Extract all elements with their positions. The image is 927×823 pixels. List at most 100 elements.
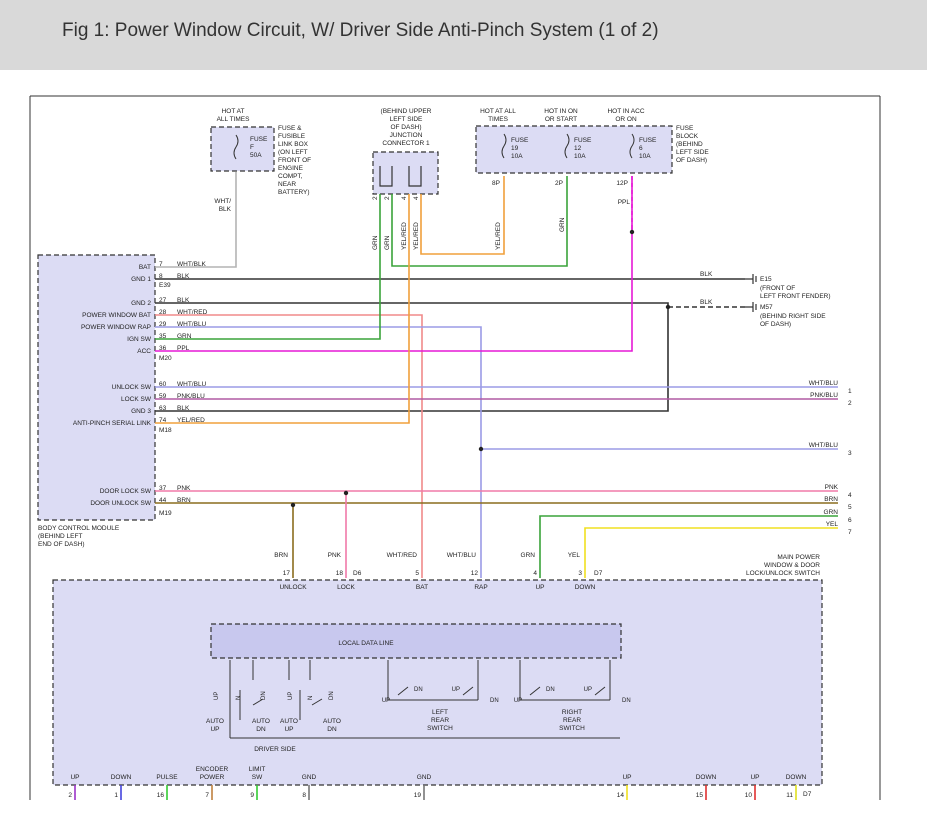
junction-connector-note: OF DASH) — [390, 124, 421, 131]
switch-top-wire-label: YEL — [568, 552, 581, 559]
fusible-link-box-note: ENGINE — [278, 165, 304, 172]
fuse-label: 19 — [511, 145, 519, 152]
grn-vertical-label: GRN — [559, 217, 566, 232]
bottom-pin-number: 11 — [786, 792, 793, 799]
wire-bat-wht-blk — [155, 172, 237, 268]
bcm-pin-number: 60 — [159, 381, 167, 388]
splice-gnd — [665, 304, 671, 310]
right-exit-number: 1 — [848, 388, 852, 395]
bottom-pin-name: GND — [302, 774, 317, 781]
bcm-wire-label: WHT/RED — [177, 309, 208, 316]
bottom-pin-number: 2 — [68, 792, 72, 799]
bcm-pin-number: 59 — [159, 393, 167, 400]
bcm-wire-label: GRN — [177, 333, 192, 340]
fuse-block-note: (BEHIND — [676, 141, 703, 148]
bcm-wire-label: BLK — [177, 297, 190, 304]
switch-top-wire-label: BRN — [274, 552, 288, 559]
fuse-f-symbol — [233, 134, 239, 160]
bcm-note: (BEHIND LEFT — [38, 533, 82, 540]
right-exit-wire-label: YEL — [826, 521, 839, 528]
fuse-pin-label: 8P — [492, 180, 500, 187]
bottom-pin-name: UP — [70, 774, 79, 781]
fuse-label: 12 — [574, 145, 582, 152]
right-exit-number: 2 — [848, 400, 852, 407]
fusible-link-box-note: FUSE & — [278, 125, 302, 132]
fuse-block-note: OF DASH) — [676, 157, 707, 164]
switch-top-pin-name: UNLOCK — [279, 584, 307, 591]
jc-wire-label: GRN — [384, 235, 391, 250]
junction-connector-note: LEFT SIDE — [390, 116, 423, 123]
junction-connector-1 — [372, 151, 439, 195]
bcm-wire-label: BLK — [177, 405, 190, 412]
fusible-link-box-note: FRONT OF — [278, 157, 311, 164]
driver-auto-label: AUTO — [280, 718, 298, 725]
bcm-pin-label: DOOR UNLOCK SW — [90, 500, 152, 507]
e15-desc: LEFT FRONT FENDER) — [760, 293, 831, 300]
m57-desc: (BEHIND RIGHT SIDE — [760, 313, 826, 320]
fuse-f-label: 50A — [250, 152, 262, 159]
wire-yel-exit7 — [584, 527, 838, 578]
rear-switch-contacts — [397, 686, 474, 696]
e15-desc: (FRONT OF — [760, 285, 795, 292]
jc-wire-label: YEL/RED — [401, 222, 408, 250]
switch-top-wire-label: GRN — [521, 552, 536, 559]
jc-bus-bars — [379, 166, 422, 187]
switch-top-wire-label: PNK — [328, 552, 342, 559]
bcm-pin-label: ACC — [137, 348, 151, 355]
right-exit-number: 3 — [848, 450, 852, 457]
right-exit-wire-label: PNK/BLU — [810, 392, 838, 399]
body-control-module — [37, 254, 156, 521]
rear-switch-label: DN — [490, 698, 499, 704]
m57-ground-symbol — [745, 302, 757, 312]
fuse-block-head: HOT IN ACC — [607, 108, 644, 115]
right-exit-number: 6 — [848, 517, 852, 524]
bcm-note: END OF DASH) — [38, 541, 85, 548]
e15-wire-label: BLK — [700, 271, 713, 278]
fuse-pin-label: 12P — [616, 180, 628, 187]
bottom-pin-number: 9 — [250, 792, 254, 799]
bottom-pin-number: 10 — [745, 792, 753, 799]
rear-switch-frame — [519, 660, 611, 701]
bcm-pin-number: 28 — [159, 309, 167, 316]
driver-auto-label: UP — [284, 726, 293, 733]
bottom-pin-name: UP — [750, 774, 759, 781]
rear-switch-name: LEFT — [432, 709, 448, 716]
switch-top-pin: 3 — [578, 570, 582, 577]
rear-switch-name: REAR — [563, 717, 581, 724]
right-exit-number: 5 — [848, 504, 852, 511]
fuse-f-label: FUSE — [250, 136, 268, 143]
splice-wht-blu — [478, 446, 484, 452]
switch-top-pin-name: DOWN — [575, 584, 596, 591]
connector-m18: M18 — [159, 427, 172, 434]
bottom-pin-name: POWER — [200, 774, 225, 781]
switch-top-wire-label: WHT/RED — [387, 552, 418, 559]
fuse-block-head: OR ON — [615, 116, 637, 123]
fuse-symbol — [564, 133, 570, 159]
driver-switch-position-label: UP — [288, 692, 294, 700]
junction-connector-note: JUNCTION — [390, 132, 423, 139]
splice-pnk — [343, 490, 349, 496]
right-exit-wire-label: WHT/BLU — [809, 380, 839, 387]
bcm-pin-number: 44 — [159, 497, 167, 504]
connector-e39: E39 — [159, 282, 171, 289]
bottom-pin-name: UP — [622, 774, 631, 781]
bcm-pin-number: 8 — [159, 273, 163, 280]
page-title: Fig 1: Power Window Circuit, W/ Driver S… — [62, 20, 659, 41]
main-power-window-switch — [52, 579, 823, 786]
bottom-pin-number: 15 — [696, 792, 704, 799]
rear-switch-label: DN — [414, 687, 423, 693]
jc-pin-label: 2 — [372, 196, 379, 200]
hot-at-all-times-label: ALL TIMES — [217, 116, 251, 123]
driver-switch-contacts — [239, 690, 323, 720]
bcm-pin-label: POWER WINDOW RAP — [81, 324, 151, 331]
rear-switch-label: UP — [584, 687, 592, 693]
rear-switch-name: SWITCH — [559, 725, 585, 732]
fuse-label: 6 — [639, 145, 643, 152]
fusible-link-box-note: NEAR — [278, 181, 296, 188]
fuse-block-head: HOT IN ON — [544, 108, 578, 115]
right-exit-wire-label: PNK — [825, 484, 839, 491]
jc-wire-label: GRN — [372, 235, 379, 250]
bottom-pin-name: DOWN — [696, 774, 717, 781]
fuse-block-note: LEFT SIDE — [676, 149, 709, 156]
